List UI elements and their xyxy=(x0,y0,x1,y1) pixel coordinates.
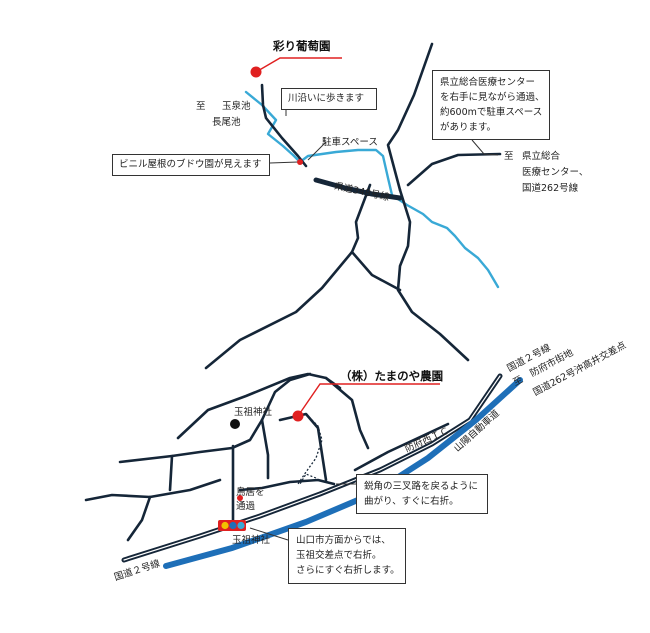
hospital-dir-2: 医療センター、 xyxy=(522,167,589,178)
parking-label: 駐車スペース xyxy=(322,137,378,148)
parking-pin xyxy=(297,159,303,165)
torii-label-1: 鳥居を xyxy=(236,487,265,498)
road-center-sw xyxy=(118,418,264,464)
hospital-note: 県立総合医療センター を右手に見ながら通過、 約600mで駐車スペース がありま… xyxy=(432,70,550,140)
fork-line1: 鋭角の三叉路を戻るように xyxy=(364,481,479,492)
road-west-lower xyxy=(168,454,174,492)
road-to-shrine-east xyxy=(238,478,336,492)
road-sw-small xyxy=(126,495,152,542)
yamaguchi-line3: さらにすぐ右折します。 xyxy=(296,565,400,576)
hospital-note-line4: があります。 xyxy=(440,122,497,133)
vinyl-leader xyxy=(269,161,299,164)
road-lower-mid xyxy=(278,412,328,482)
road-nw-branch xyxy=(350,250,402,292)
tamanoya-title: （株）たまのや農園 xyxy=(340,369,444,383)
yamaguchi-leader xyxy=(249,527,289,541)
tamanoya-callout xyxy=(297,383,440,417)
hospital-note-line3: 約600mで駐車スペース xyxy=(440,107,543,118)
yamaguchi-note: 山口市方面からでは、 玉祖交差点で右折。 さらにすぐ右折します。 xyxy=(288,528,406,584)
to-prefix-hospital: 至 xyxy=(504,151,514,162)
tamasen-pond-label: 玉泉池 xyxy=(222,101,251,112)
yamaguchi-line1: 山口市方面からでは、 xyxy=(296,535,391,546)
road-north-east xyxy=(406,152,502,187)
road-north-to-farm xyxy=(260,83,308,168)
road-upper-east xyxy=(396,188,470,362)
road-tamanoya-east xyxy=(324,376,370,450)
parking-leader xyxy=(307,141,327,161)
hospital-dir-1: 県立総合 xyxy=(522,151,561,162)
hospital-note-line1: 県立総合医療センター xyxy=(440,77,536,88)
route2-inner xyxy=(123,375,501,561)
road-ic-link xyxy=(353,422,450,472)
hospital-dir-3: 国道262号線 xyxy=(522,183,579,194)
traffic-signal-icon xyxy=(218,520,246,531)
tamanoya-pin xyxy=(292,410,304,422)
to-prefix-pond: 至 xyxy=(196,101,206,112)
tamanoya-shrine-dot xyxy=(230,419,240,429)
approach-path-2 xyxy=(299,473,317,485)
hospital-note-line2: を右手に見ながら通過、 xyxy=(440,92,545,103)
river-walk-note: 川沿いに歩きます xyxy=(281,88,377,110)
hospital-leader xyxy=(471,139,499,156)
irodori-pin xyxy=(250,66,262,78)
tamanoya-shrine-label: 玉祖神社 xyxy=(234,407,273,418)
road-west xyxy=(84,478,222,502)
fork-line2: 曲がり、すぐに右折。 xyxy=(364,496,459,507)
river-upper xyxy=(244,90,500,289)
road-upper-ridge xyxy=(204,183,372,370)
acute-fork-note: 鋭角の三叉路を戻るように 曲がり、すぐに右折。 xyxy=(356,474,488,514)
shrine-station-label: 玉祖神社 xyxy=(232,535,271,546)
road-north-vertical xyxy=(386,42,434,192)
approach-path xyxy=(297,413,323,485)
torii-pin xyxy=(237,495,243,501)
vinyl-grape-note: ビニル屋根のブドウ園が見えます xyxy=(112,154,270,176)
torii-label-2: 通過 xyxy=(236,501,256,512)
irodori-callout xyxy=(255,57,342,73)
route348-road xyxy=(313,177,403,201)
road-center-down xyxy=(260,418,270,480)
irodori-title: 彩り葡萄園 xyxy=(273,39,331,53)
yamaguchi-line2: 玉祖交差点で右折。 xyxy=(296,550,382,561)
nagao-pond-label: 長尾池 xyxy=(212,117,241,128)
road-center-north xyxy=(260,372,312,422)
